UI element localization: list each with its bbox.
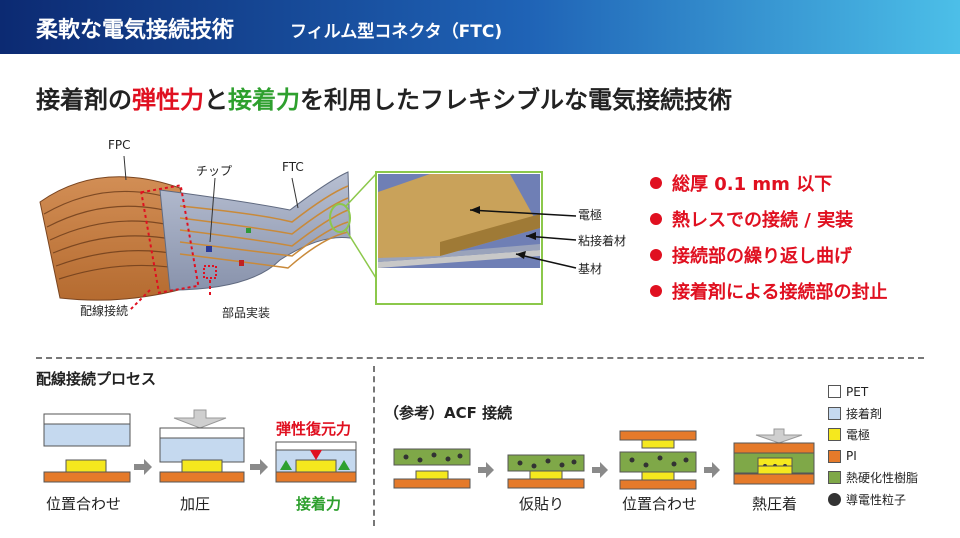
- legend-item: PET: [828, 381, 918, 403]
- electrode-label: 電極: [578, 208, 603, 222]
- feature-list: 総厚 0.1 mm 以下 熱レスでの接続 / 実装 接続部の繰り返し曲げ 接着剤…: [650, 165, 887, 309]
- pet-swatch-icon: [828, 385, 841, 399]
- chip-blue: [206, 246, 212, 252]
- parts-mounting-label: 部品実装: [222, 306, 271, 320]
- particle-swatch-icon: [828, 492, 841, 506]
- header-subtitle: フィルム型コネクタ（FTC): [290, 22, 503, 42]
- bullet-dot-icon: [650, 249, 662, 261]
- legend-item: 導電性粒子: [828, 489, 918, 511]
- headline-elastic-force: 弾性力: [132, 86, 204, 114]
- substrate-label: 基材: [578, 262, 603, 276]
- process-step-align: 位置合わせ: [46, 495, 122, 513]
- electrode-swatch-icon: [828, 428, 841, 442]
- headline-part-5: を利用したフレキシブルな電気接続技術: [300, 86, 732, 114]
- headline: 接着剤の弾性力と接着力を利用したフレキシブルな電気接続技術: [36, 80, 732, 115]
- acf-step-align: 位置合わせ: [622, 495, 698, 513]
- column-divider: [373, 366, 375, 526]
- chip-label: チップ: [196, 164, 233, 178]
- feature-item: 総厚 0.1 mm 以下: [650, 165, 887, 201]
- ftc-label: FTC: [282, 160, 304, 174]
- legend-item: 電極: [828, 424, 918, 446]
- acf-title: （参考）ACF 接続: [384, 404, 513, 422]
- feature-item: 接着剤による接続部の封止: [650, 273, 887, 309]
- process-step-adhesion: 接着力: [296, 495, 342, 513]
- ftc-figure: FPC チップ FTC 配線接続 部品実装 電極 粘接着材 基材: [30, 130, 630, 334]
- pi-swatch-icon: [828, 449, 841, 463]
- fpc-label: FPC: [108, 138, 131, 152]
- chip-red: [239, 260, 244, 266]
- elastic-recovery-label: 弾性復元力: [276, 420, 352, 438]
- feature-item: 接続部の繰り返し曲げ: [650, 237, 887, 273]
- wiring-connection-label: 配線接続: [80, 304, 129, 318]
- adhesive-swatch-icon: [828, 406, 841, 420]
- bullet-dot-icon: [650, 177, 662, 189]
- wiring-arrow: [129, 289, 151, 311]
- bullet-dot-icon: [650, 213, 662, 225]
- acf-diagram: [393, 428, 815, 490]
- legend-item: 熱硬化性樹脂: [828, 467, 918, 489]
- headline-adhesive-force: 接着力: [228, 86, 300, 114]
- section-divider: [36, 357, 924, 359]
- process-step-press: 加圧: [180, 495, 211, 513]
- chip-green: [246, 228, 251, 233]
- headline-part-3: と: [204, 86, 228, 114]
- ftc-illustration: [39, 155, 577, 311]
- acf-step-tack: 仮貼り: [519, 495, 565, 513]
- zoom-circle: [329, 203, 351, 233]
- headline-part-1: 接着剤の: [36, 86, 132, 114]
- header-banner: 柔軟な電気接続技術 フィルム型コネクタ（FTC): [0, 0, 960, 54]
- substrate-layer: [378, 250, 540, 268]
- adhesive-label: 粘接着材: [578, 234, 627, 248]
- ftc-film: [159, 171, 351, 291]
- wiring-highlight: [140, 184, 200, 294]
- adhesive-layer: [378, 244, 540, 262]
- legend-item: PI: [828, 446, 918, 468]
- header-title: 柔軟な電気接続技術: [36, 18, 235, 43]
- acf-step-thermocompression: 熱圧着: [752, 495, 798, 513]
- bullet-dot-icon: [650, 285, 662, 297]
- process-title: 配線接続プロセス: [36, 370, 157, 388]
- process-diagram: [43, 409, 357, 483]
- legend-item: 接着剤: [828, 403, 918, 425]
- legend: PET 接着剤 電極 PI 熱硬化性樹脂 導電性粒子: [828, 381, 918, 510]
- parts-highlight: [203, 265, 217, 279]
- feature-item: 熱レスでの接続 / 実装: [650, 201, 887, 237]
- thermoset-swatch-icon: [828, 471, 841, 485]
